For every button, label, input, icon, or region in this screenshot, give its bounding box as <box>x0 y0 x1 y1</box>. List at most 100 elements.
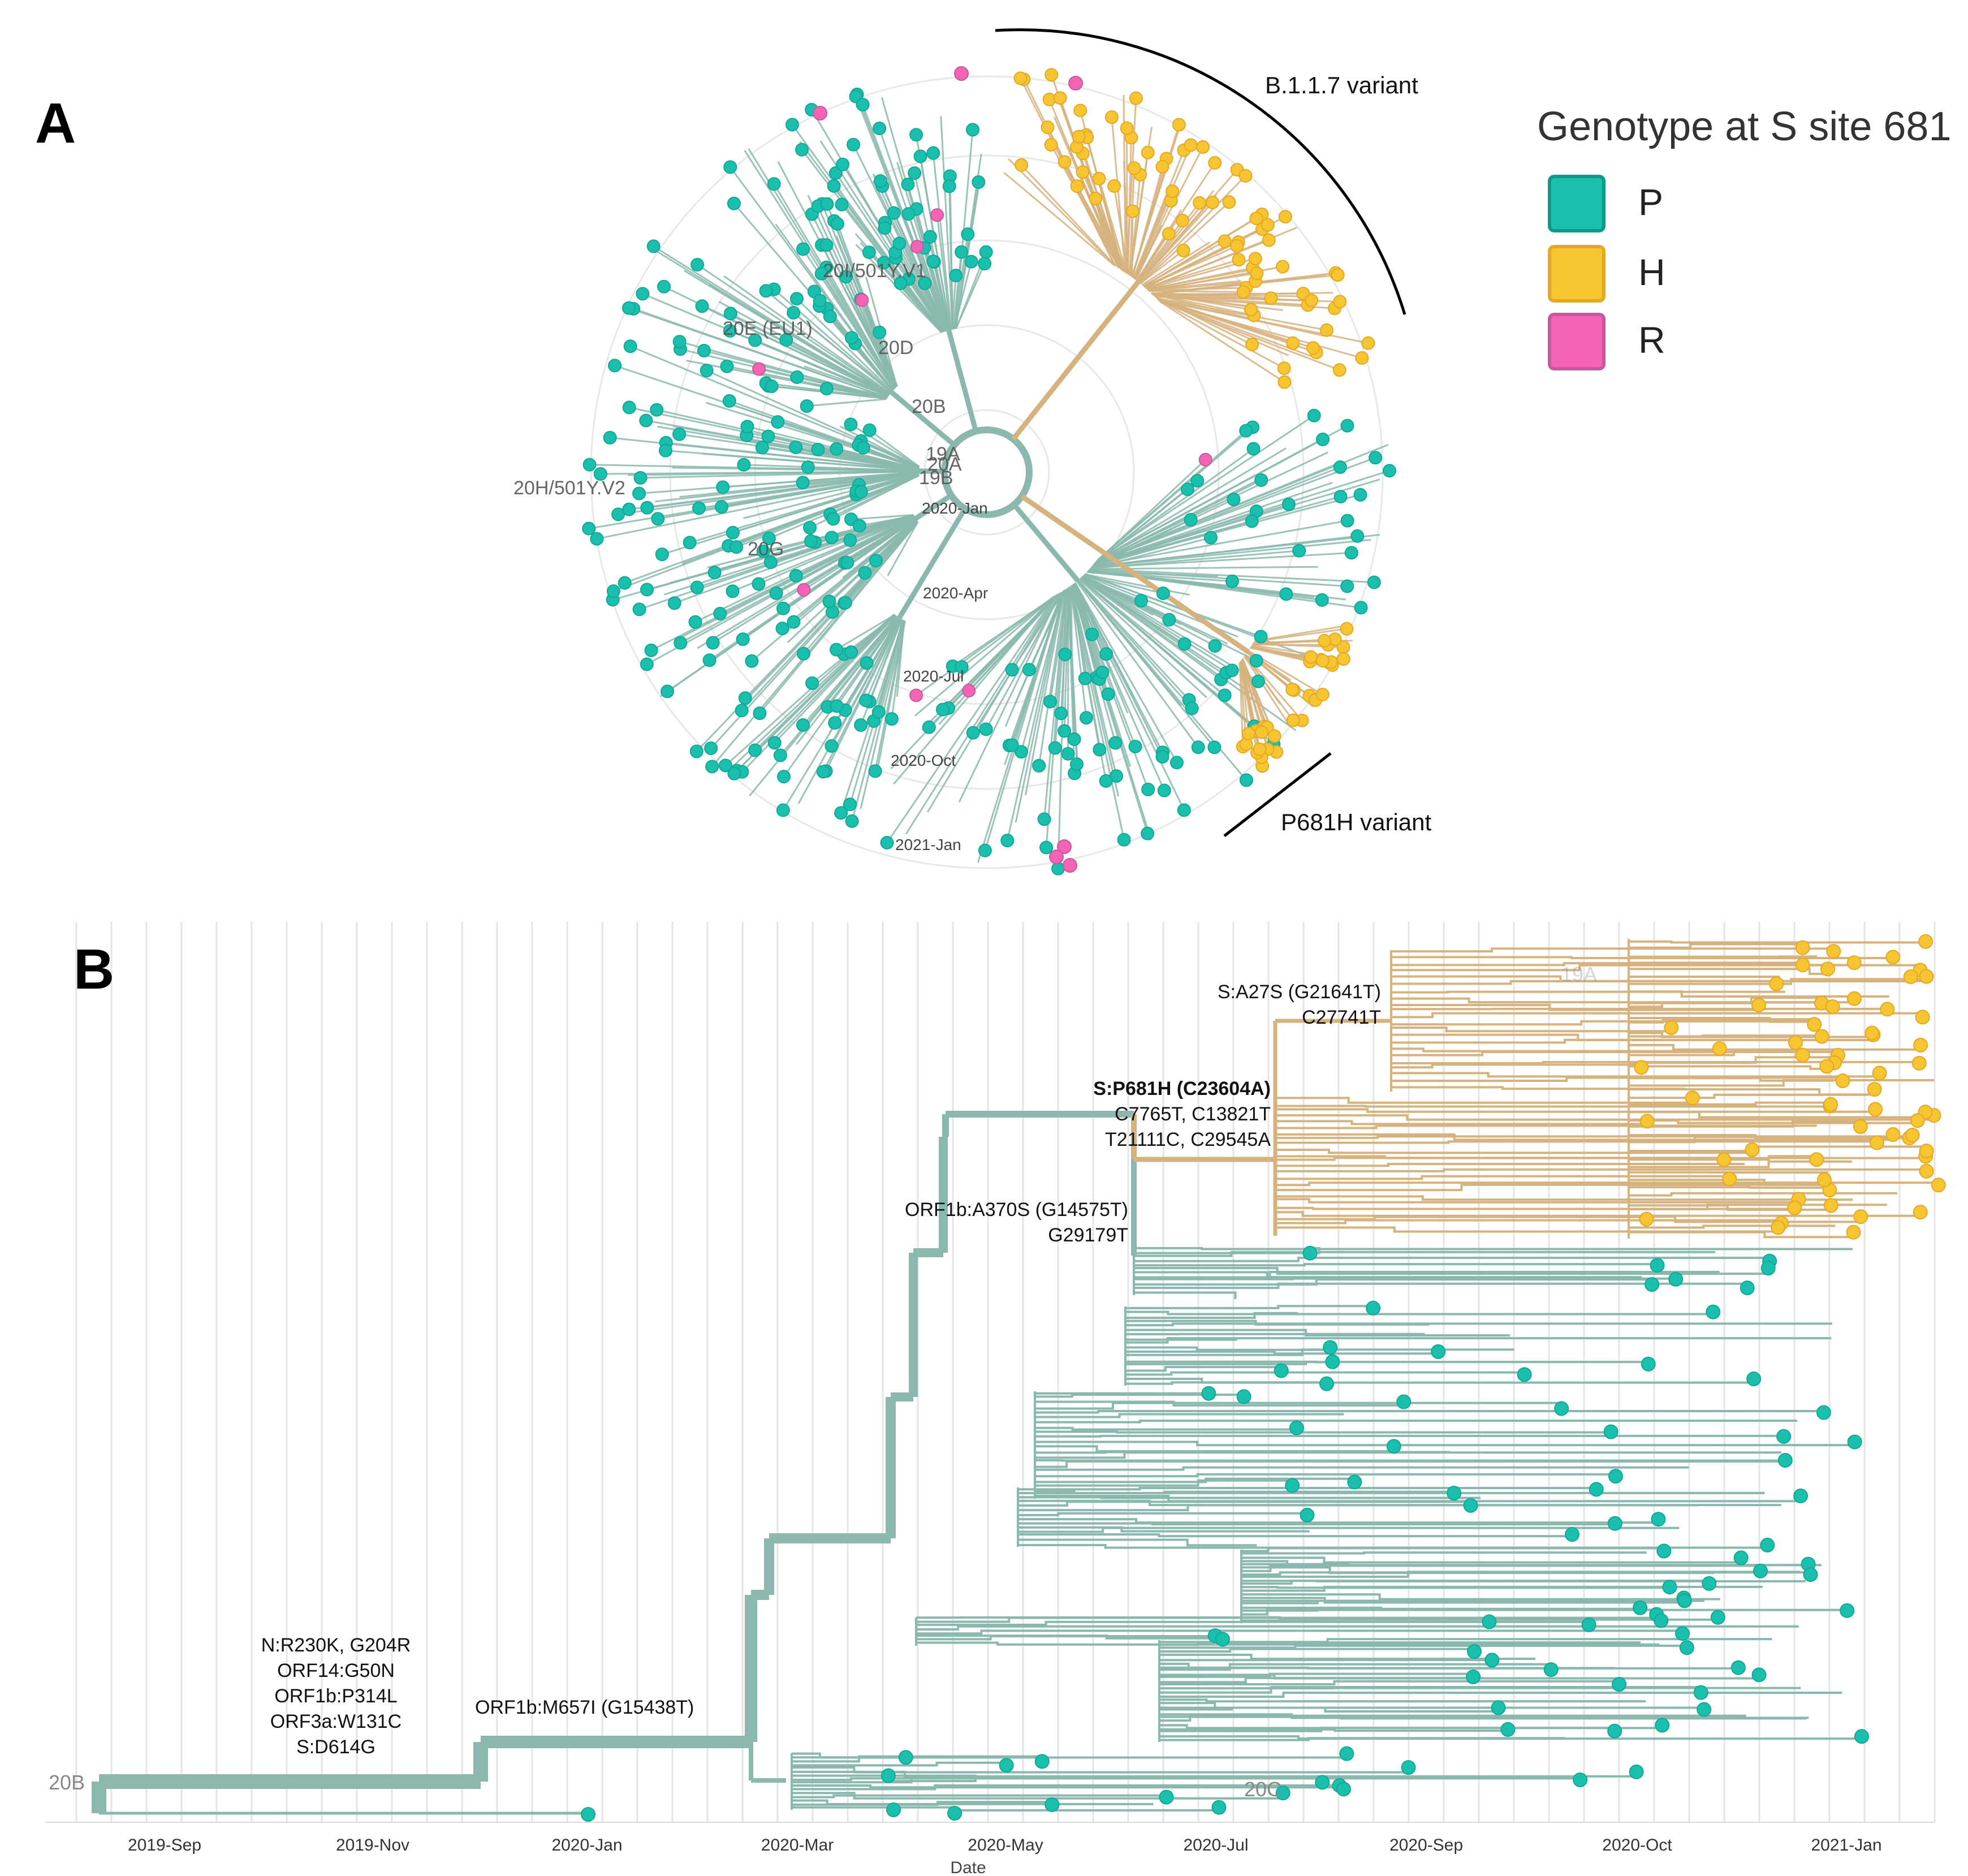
tree-branch <box>1134 1271 1642 1279</box>
legend-swatch-r <box>1548 313 1606 370</box>
tree-branch <box>1125 1312 1298 1319</box>
radial-tip <box>1108 736 1123 750</box>
radial-tip <box>972 175 986 189</box>
radial-branch <box>1096 438 1323 562</box>
radial-branch <box>1151 292 1271 299</box>
x-tick-2021-jan: 2021-Jan <box>1811 1836 1881 1855</box>
radial-branch <box>961 593 1059 668</box>
tree-tip <box>1919 1144 1934 1159</box>
radial-tip <box>1246 442 1261 456</box>
tree-tip <box>1740 1280 1755 1296</box>
radial-tip <box>723 307 737 321</box>
radial-branch <box>793 312 892 394</box>
mut-p681h-1: S:P681H (C23604A) <box>1093 1078 1271 1099</box>
panel-a-letter: A <box>35 92 76 155</box>
radial-branch <box>1153 294 1312 301</box>
tree-branch <box>1629 1050 1803 1056</box>
radial-tip <box>1051 861 1065 876</box>
radial-branch <box>1160 301 1340 371</box>
radial-branch <box>1139 175 1246 284</box>
tree-tip <box>1788 1035 1803 1050</box>
tree-branch <box>1629 1204 1831 1211</box>
radial-tip <box>913 149 927 163</box>
tree-branch <box>1159 1737 1565 1741</box>
radial-branch <box>1076 580 1199 748</box>
tree-tip <box>1339 1746 1354 1761</box>
radial-tip <box>1092 171 1106 186</box>
radial-branch <box>932 153 953 330</box>
radial-tip <box>923 230 937 244</box>
radial-tip <box>909 688 923 702</box>
tree-tip <box>1793 1488 1809 1503</box>
tree-branch <box>1035 1434 1784 1438</box>
radial-tip <box>855 293 869 307</box>
radial-branch <box>1130 124 1180 278</box>
radial-tip <box>955 245 969 259</box>
radial-branch <box>729 166 895 390</box>
radial-tip <box>777 770 791 784</box>
tree-tip <box>1816 1172 1832 1188</box>
radial-tip <box>962 684 976 698</box>
tree-branch <box>1125 1371 1525 1376</box>
radial-tip <box>1333 490 1348 504</box>
radial-tip <box>752 362 766 376</box>
radial-tip <box>1236 285 1250 299</box>
tree-branch <box>792 1752 1347 1759</box>
radial-tip <box>1239 773 1253 787</box>
panel-a-radial-tree: A 20I/501Y.V1 20E (EU1) 20D 20B 19A 20A … <box>35 28 1951 876</box>
clade-label-20h: 20H/501Y.V2 <box>513 477 625 499</box>
radial-tip <box>1344 546 1358 560</box>
radial-tip <box>700 364 714 378</box>
tree-tip <box>1289 1420 1304 1435</box>
tree-tip <box>1716 1152 1732 1167</box>
radial-tip <box>727 196 741 210</box>
radial-tip <box>761 429 775 443</box>
tree-branch <box>1275 1198 1799 1204</box>
tree-branch <box>1629 990 1889 998</box>
clade-stem <box>1011 280 1141 441</box>
mut-a27s-2: C27741T <box>1302 1007 1381 1028</box>
radial-branch <box>932 261 950 331</box>
x-tick-2019-nov: 2019-Nov <box>336 1836 409 1855</box>
radial-tip-r <box>1057 839 1072 854</box>
tree-branch <box>792 1770 1637 1778</box>
radial-tip <box>1073 103 1087 118</box>
radial-tip <box>618 576 632 590</box>
radial-tip <box>804 534 818 548</box>
tree-branch <box>1241 1556 1741 1564</box>
tree-tip <box>1466 1669 1481 1684</box>
radial-tip <box>622 400 636 415</box>
tree-tip <box>1787 1200 1802 1215</box>
tree-branch <box>916 1635 1223 1641</box>
radial-branch <box>629 472 920 511</box>
radial-branch <box>1092 534 1380 568</box>
radial-tip <box>1039 840 1054 855</box>
radial-tip <box>718 758 732 773</box>
radial-tip <box>1241 727 1255 741</box>
radial-branch <box>1077 579 1193 709</box>
radial-tip <box>901 207 916 221</box>
radial-branch <box>723 275 891 394</box>
tree-tip <box>1639 1114 1655 1129</box>
tree-tip <box>1722 1171 1737 1187</box>
tree-tip <box>1629 1764 1644 1779</box>
tree-branch <box>1241 1564 1760 1572</box>
tree-tip <box>1795 958 1810 973</box>
mut-root-5: S:D614G <box>296 1736 376 1758</box>
tree-branch <box>1159 1686 1701 1694</box>
clade-stem <box>914 493 953 521</box>
radial-tip <box>816 765 830 779</box>
tree-branch <box>1134 1256 1770 1262</box>
radial-tip <box>796 476 810 490</box>
radial-branch <box>948 186 953 330</box>
radial-branch <box>936 215 952 330</box>
tree-tip <box>1641 1356 1656 1372</box>
radial-tip <box>822 594 836 609</box>
radial-tip <box>1253 742 1267 756</box>
radial-tip <box>1315 688 1330 702</box>
x-tick-2020-mar: 2020-Mar <box>761 1836 834 1855</box>
radial-tip <box>1117 833 1131 847</box>
radial-branch <box>589 464 920 472</box>
tree-tip <box>1634 1060 1649 1075</box>
radial-branch <box>1011 590 1065 746</box>
